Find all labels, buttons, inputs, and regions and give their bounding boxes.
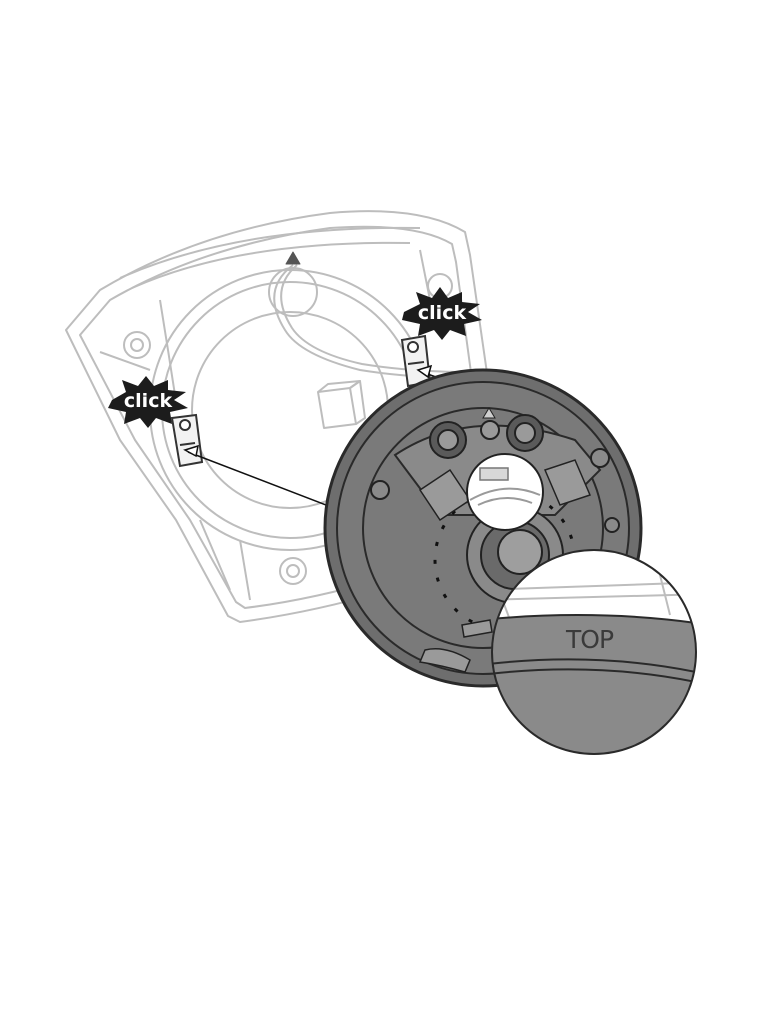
right-clip (400, 334, 432, 388)
click-label-left: click (124, 390, 173, 412)
click-burst-right: click (402, 287, 482, 340)
top-label: TOP (565, 625, 614, 654)
magnifier: TOP (491, 549, 697, 755)
click-label-right: click (418, 302, 467, 324)
click-burst-left: click (108, 376, 188, 428)
inset-detail-circle (466, 453, 544, 531)
